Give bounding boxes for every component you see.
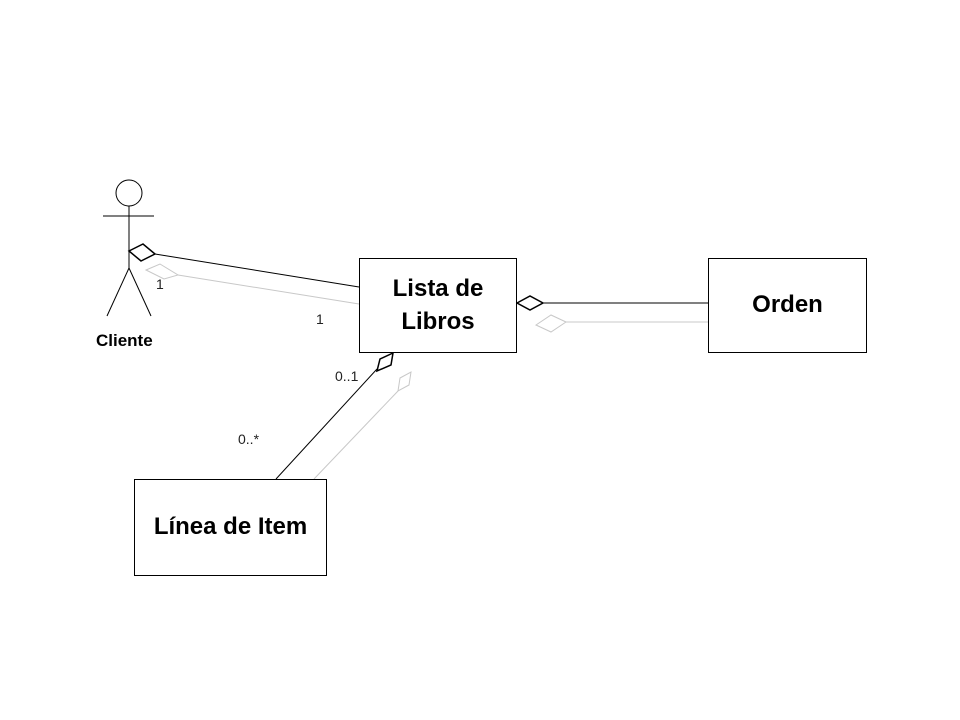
actor-right-leg [128,267,152,317]
multiplicity-actor-end: 1 [156,276,164,292]
multiplicity-class-end: 1 [316,311,324,327]
aggregation-diamond-cliente [127,243,157,262]
actor-figure [103,179,154,317]
class-label-orden: Orden [752,291,823,319]
class-box-lista-de-libros[interactable]: Lista de Libros [359,258,517,353]
shadow-connectors [144,263,708,480]
shadow-line-lista-cliente [177,274,360,305]
line-item-lista [275,368,378,480]
class-box-linea-de-item[interactable]: Línea de Item [134,479,327,576]
multiplicity-aggregate-end: 0..1 [335,368,359,384]
shadow-line-item-lista [313,390,399,480]
shadow-diamond-lista-orden [534,314,568,333]
aggregation-diamond-lista-item [375,351,394,373]
class-box-orden[interactable]: Orden [708,258,867,353]
actor-left-leg [106,267,130,317]
multiplicity-part-end: 0..* [238,431,260,447]
actor-label-cliente: Cliente [96,331,153,350]
class-label-linea-de-item: Línea de Item [153,513,308,541]
main-connectors [127,243,708,480]
actor-head [115,179,143,207]
class-label-lista-de-libros: Lista de Libros [392,275,484,335]
shadow-diamond-cliente [144,263,180,280]
shadow-diamond-lista-item [397,371,412,392]
aggregation-diamond-lista-orden [515,295,545,311]
line-lista-cliente [154,253,360,288]
